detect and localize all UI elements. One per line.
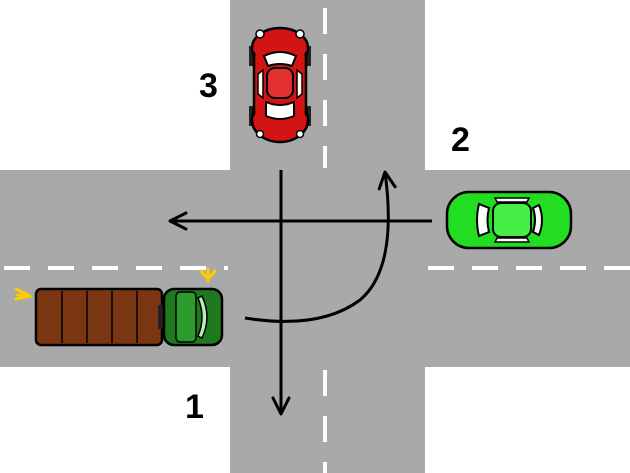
- lane-markings: [4, 8, 630, 473]
- arrow-truck-left-turn: [244, 170, 397, 323]
- label-truck: 1: [185, 388, 204, 426]
- label-green-car: 2: [451, 121, 470, 159]
- turn-signal-front-icon: [199, 267, 217, 283]
- green-car: [445, 190, 573, 250]
- turn-signal-rear-icon: [14, 287, 32, 301]
- label-red-car: 3: [199, 67, 218, 105]
- truck: [34, 287, 224, 347]
- red-car: [249, 26, 311, 144]
- movement-arrows: [168, 170, 432, 416]
- truck-turn-signals: [14, 267, 217, 301]
